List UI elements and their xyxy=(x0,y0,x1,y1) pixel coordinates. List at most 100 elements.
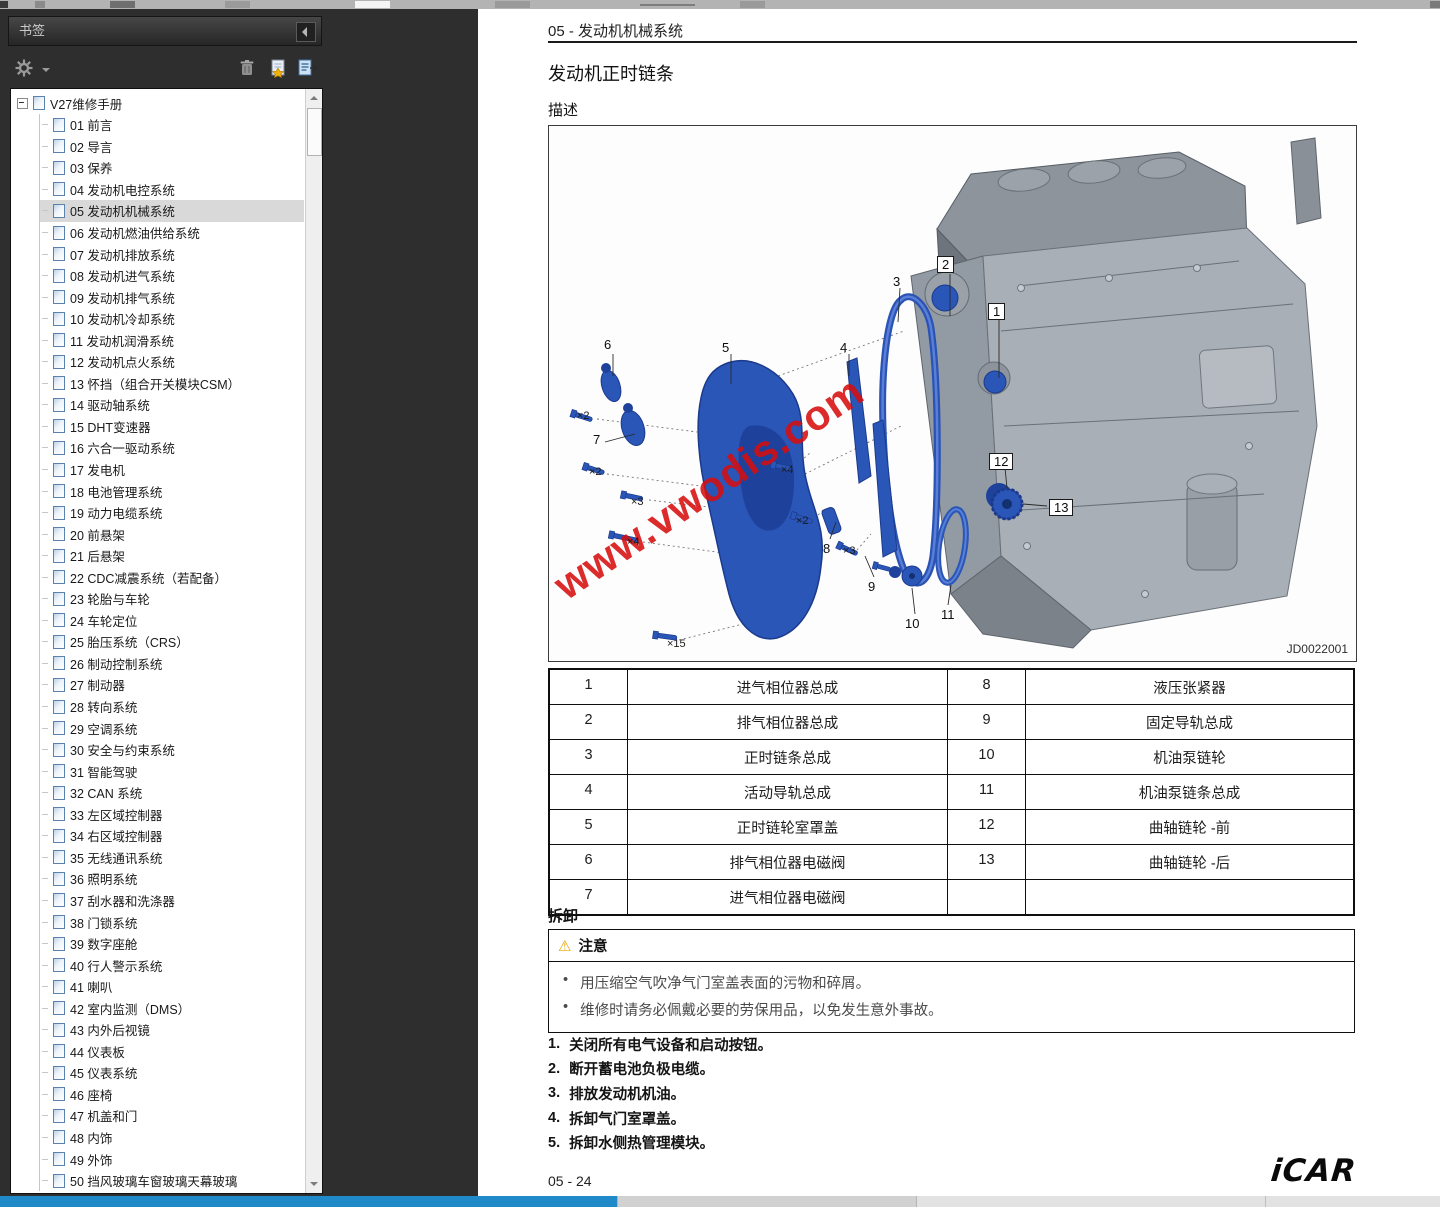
collapse-node-icon[interactable] xyxy=(17,97,28,109)
options-gear-icon[interactable] xyxy=(14,58,34,78)
bookmark-page-icon xyxy=(53,117,65,132)
bookmark-item[interactable]: 39 数字座舱 xyxy=(40,933,304,955)
part-number-cell: 11 xyxy=(948,775,1026,809)
tree-connector xyxy=(42,124,48,126)
bookmark-item[interactable]: 17 发电机 xyxy=(40,459,304,481)
bookmark-item[interactable]: 12 发动机点火系统 xyxy=(40,351,304,373)
scrollbar-horizontal-thumb[interactable] xyxy=(617,1196,917,1207)
removal-steps: 1. 关闭所有电气设备和启动按钮。 2. 断开蓄电池负极电缆。 3. 排放发动机… xyxy=(548,1032,772,1155)
bookmark-item[interactable]: 11 发动机润滑系统 xyxy=(40,329,304,351)
bookmark-item[interactable]: 18 电池管理系统 xyxy=(40,480,304,502)
bookmark-item[interactable]: 01 前言 xyxy=(40,114,304,136)
bookmark-item-label: 07 发动机排放系统 xyxy=(70,248,175,263)
step-number: 4. xyxy=(548,1110,561,1127)
quantity-label: ×3 xyxy=(843,545,856,557)
bookmark-item[interactable]: 31 智能驾驶 xyxy=(40,760,304,782)
bookmark-item[interactable]: 29 空调系统 xyxy=(40,717,304,739)
tree-connector xyxy=(42,425,48,427)
bookmark-item[interactable]: 36 照明系统 xyxy=(40,868,304,890)
gear-dropdown-caret-icon[interactable] xyxy=(42,68,50,76)
delete-bookmark-trash-icon[interactable] xyxy=(237,58,257,78)
bookmark-item-label: 17 发电机 xyxy=(70,464,125,479)
bookmark-item[interactable]: 20 前悬架 xyxy=(40,523,304,545)
bookmark-item[interactable]: 15 DHT变速器 xyxy=(40,416,304,438)
bookmark-page-icon xyxy=(53,850,65,865)
bookmark-item[interactable]: 33 左区域控制器 xyxy=(40,804,304,826)
bookmark-item[interactable]: 49 外饰 xyxy=(40,1148,304,1170)
part-name-cell: 液压张紧器 xyxy=(1153,680,1226,697)
new-bookmark-icon[interactable] xyxy=(268,58,288,79)
tree-connector xyxy=(42,339,48,341)
bookmark-item[interactable]: 23 轮胎与车轮 xyxy=(40,588,304,610)
removal-step: 5. 拆卸水侧热管理模块。 xyxy=(548,1130,772,1155)
bookmark-item[interactable]: 32 CAN 系统 xyxy=(40,782,304,804)
bookmark-item[interactable]: 02 导言 xyxy=(40,136,304,158)
bookmark-item-label: 15 DHT变速器 xyxy=(70,420,151,435)
bookmark-item[interactable]: 05 发动机机械系统 xyxy=(40,200,304,222)
bookmark-item[interactable]: 46 座椅 xyxy=(40,1084,304,1106)
bookmark-item[interactable]: 42 室内监测（DMS） xyxy=(40,997,304,1019)
bookmark-item[interactable]: 28 转向系统 xyxy=(40,696,304,718)
bookmark-item[interactable]: 35 无线通讯系统 xyxy=(40,847,304,869)
scroll-down-icon[interactable] xyxy=(306,1176,322,1192)
bookmark-item[interactable]: 07 发动机排放系统 xyxy=(40,243,304,265)
bookmark-item[interactable]: 19 动力电缆系统 xyxy=(40,502,304,524)
bookmark-item[interactable]: 22 CDC减震系统（若配备） xyxy=(40,566,304,588)
scroll-up-icon[interactable] xyxy=(306,90,322,106)
bookmark-item[interactable]: 41 喇叭 xyxy=(40,976,304,998)
page-title: 发动机正时链条 xyxy=(548,64,674,84)
notice-box: ⚠ 注意 用压缩空气吹净气门室盖表面的污物和碎屑。 维修时请务必佩戴必要的劳保用… xyxy=(548,929,1355,1033)
bookmark-item[interactable]: 48 内饰 xyxy=(40,1127,304,1149)
bookmark-item[interactable]: 14 驱动轴系统 xyxy=(40,394,304,416)
bookmark-item[interactable]: 25 胎压系统（CRS） xyxy=(40,631,304,653)
bookmark-root-item[interactable]: V27维修手册 xyxy=(15,92,304,114)
removal-heading: 拆卸 xyxy=(548,908,579,925)
part-name-cell: 排气相位器电磁阀 xyxy=(628,845,948,879)
part-name-cell: 进气相位器电磁阀 xyxy=(628,880,948,914)
bookmark-item[interactable]: 37 刮水器和洗涤器 xyxy=(40,890,304,912)
bookmark-page-icon xyxy=(53,527,65,542)
bookmark-item[interactable]: 44 仪表板 xyxy=(40,1041,304,1063)
bookmark-item[interactable]: 04 发动机电控系统 xyxy=(40,179,304,201)
bookmark-item[interactable]: 13 怀挡（组合开关模块CSM） xyxy=(40,373,304,395)
bookmark-item[interactable]: 34 右区域控制器 xyxy=(40,825,304,847)
scrollbar-blue-segment[interactable] xyxy=(0,1196,617,1207)
bookmark-item[interactable]: 40 行人警示系统 xyxy=(40,954,304,976)
bookmark-item[interactable]: 26 制动控制系统 xyxy=(40,653,304,675)
tree-connector xyxy=(42,555,48,557)
collapse-panel-button[interactable] xyxy=(296,22,316,42)
bookmark-item[interactable]: 47 机盖和门 xyxy=(40,1105,304,1127)
tree-connector xyxy=(42,813,48,815)
description-heading: 描述 xyxy=(548,102,579,119)
bookmarks-scrollbar[interactable] xyxy=(305,89,322,1193)
bookmark-item-label: 33 左区域控制器 xyxy=(70,808,163,823)
bookmark-item-label: 16 六合一驱动系统 xyxy=(70,442,175,457)
bookmark-item[interactable]: 24 车轮定位 xyxy=(40,610,304,632)
bookmark-item[interactable]: 08 发动机进气系统 xyxy=(40,265,304,287)
bookmarks-panel: V27维修手册 01 前言 02 导言 xyxy=(10,88,323,1194)
bookmark-item[interactable]: 06 发动机燃油供给系统 xyxy=(40,222,304,244)
callout-number: 6 xyxy=(604,337,612,352)
bookmark-item[interactable]: 21 后悬架 xyxy=(40,545,304,567)
bookmark-item[interactable]: 09 发动机排气系统 xyxy=(40,286,304,308)
bookmark-item[interactable]: 27 制动器 xyxy=(40,674,304,696)
bookmark-item[interactable]: 16 六合一驱动系统 xyxy=(40,437,304,459)
bookmark-page-icon xyxy=(53,182,65,197)
go-to-bookmark-icon[interactable] xyxy=(297,58,319,78)
step-text: 拆卸水侧热管理模块。 xyxy=(569,1136,715,1153)
bookmark-item[interactable]: 38 门锁系统 xyxy=(40,911,304,933)
bookmark-item[interactable]: 50 挡风玻璃车窗玻璃天幕玻璃 xyxy=(40,1170,304,1192)
bookmark-page-icon xyxy=(53,203,65,218)
bookmark-item[interactable]: 30 安全与约束系统 xyxy=(40,739,304,761)
bookmark-item[interactable]: 43 内外后视镜 xyxy=(40,1019,304,1041)
bookmark-item-label: 03 保养 xyxy=(70,162,113,177)
bookmark-item[interactable]: 45 仪表系统 xyxy=(40,1062,304,1084)
bookmark-page-icon xyxy=(53,1065,65,1080)
bookmark-item[interactable]: 10 发动机冷却系统 xyxy=(40,308,304,330)
callout-leaders xyxy=(604,274,1048,615)
scrollbar-thumb[interactable] xyxy=(307,108,322,156)
horizontal-scrollbar[interactable] xyxy=(0,1196,1440,1207)
icar-logo: iCAR xyxy=(1268,1153,1358,1189)
bookmark-page-icon xyxy=(53,570,65,585)
bookmark-item[interactable]: 03 保养 xyxy=(40,157,304,179)
